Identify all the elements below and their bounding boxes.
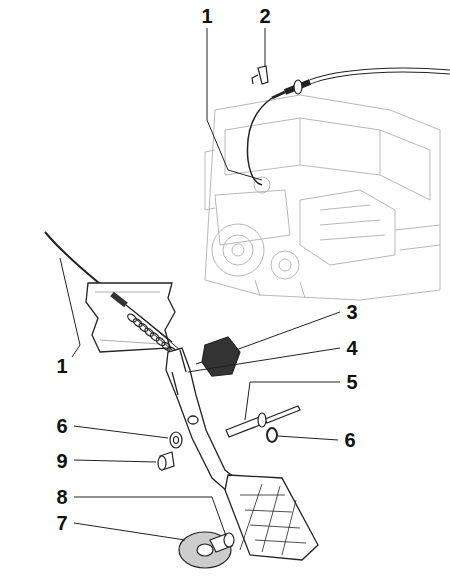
accelerator-cable bbox=[247, 70, 450, 185]
pedal-arm bbox=[166, 348, 318, 560]
callout-number: 1 bbox=[54, 355, 69, 377]
cable-clip bbox=[252, 66, 268, 84]
callout-number: 6 bbox=[54, 415, 69, 437]
callout-number: 4 bbox=[344, 337, 359, 359]
callout-number: 8 bbox=[54, 486, 69, 508]
pedal-stop bbox=[179, 532, 234, 568]
engine-sketch bbox=[205, 95, 440, 300]
callout-number: 5 bbox=[344, 371, 359, 393]
callout-number: 3 bbox=[344, 301, 359, 323]
callout-number: 6 bbox=[342, 429, 357, 451]
bushings bbox=[158, 432, 182, 470]
cable-firewall bbox=[45, 232, 180, 354]
callout-number: 7 bbox=[54, 512, 69, 534]
leader-lines bbox=[60, 28, 340, 540]
callout-number: 1 bbox=[199, 5, 214, 27]
callout-number: 2 bbox=[257, 5, 272, 27]
callout-number: 9 bbox=[54, 450, 69, 472]
return-spring bbox=[126, 312, 178, 356]
